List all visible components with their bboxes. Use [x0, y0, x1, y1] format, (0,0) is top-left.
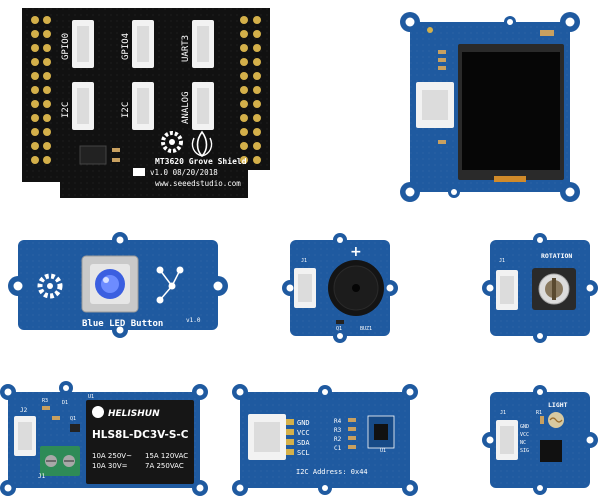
left-pin-header	[31, 16, 51, 164]
grove-connector	[132, 82, 154, 130]
relay-logo-icon	[92, 406, 104, 418]
shield-website: www.seeedstudio.com	[155, 179, 241, 188]
relay-board: HELISHUN HLS8L-DC3V-S-C 10A 250V~ 10A 30…	[0, 381, 208, 496]
potentiometer-knob	[532, 268, 576, 310]
r3-label: R3	[42, 398, 48, 404]
shield-title: MT3620 Grove Shield	[155, 156, 247, 166]
pin-label: SCL	[297, 449, 310, 457]
relay-model: HLS8L-DC3V-S-C	[92, 429, 189, 441]
relay-spec: 10A 250V~	[92, 452, 132, 460]
rotation-label: ROTATION	[541, 252, 572, 260]
buz-label: BUZ1	[360, 326, 372, 332]
screw-terminal	[40, 446, 80, 476]
pin-label: SIG	[520, 448, 529, 454]
led-button-name: Blue LED Button	[82, 319, 163, 329]
resistor-label: R3	[334, 427, 342, 434]
grove-connector	[416, 82, 454, 128]
pin-label: GND	[520, 424, 529, 430]
flex-cable	[494, 176, 526, 182]
resistor	[112, 148, 120, 152]
resistor-label: R4	[334, 418, 342, 425]
grove-connector	[14, 416, 36, 456]
grove-connector	[294, 268, 316, 308]
u1-label: U1	[88, 394, 94, 400]
grove-connector	[132, 20, 154, 68]
port-label: I2C	[61, 102, 71, 118]
d1-label: D1	[62, 400, 68, 406]
i2c-address: I2C Address: 0x44	[296, 468, 368, 476]
logo-badge	[133, 168, 145, 176]
grove-connector	[72, 82, 94, 130]
pin-label: NC	[520, 440, 526, 446]
grove-shield-board: GPIO0 GPIO4 UART3 I2C I2C ANALOG MT3620 …	[22, 8, 270, 198]
pin-label: VCC	[520, 432, 529, 438]
led-button-version: v1.0	[186, 317, 201, 324]
led-push-button	[81, 255, 139, 313]
gear-icon	[37, 273, 63, 299]
j1-label: J1	[500, 410, 506, 416]
relay-brand: HELISHUN	[108, 409, 160, 419]
grove-connector	[72, 20, 94, 68]
j1-label: J1	[499, 258, 505, 264]
plus-label: +	[350, 244, 362, 260]
grove-connector	[192, 82, 214, 130]
oled-display-board	[400, 12, 580, 202]
shield-version: v1.0 08/20/2018	[150, 168, 218, 177]
port-label: ANALOG	[181, 91, 191, 124]
j2-label: J2	[20, 407, 28, 414]
op-amp-chip	[540, 440, 562, 462]
pin-label: GND	[297, 419, 310, 427]
resistor-label: R2	[334, 436, 342, 443]
i2c-sensor-board: GND VCC SDA SCL R4 R3 R2 C1 U1 I2C Addre…	[232, 384, 418, 496]
relay-component	[86, 400, 194, 484]
resistor-label: C1	[334, 445, 342, 452]
light-sensor-board: LIGHT J1 R1 GND VCC NC SIG	[482, 385, 598, 495]
pin-pads	[286, 419, 294, 455]
u1-label: U1	[380, 448, 386, 454]
resistor	[112, 158, 120, 162]
port-label: UART3	[181, 35, 191, 62]
port-label: GPIO4	[121, 33, 131, 60]
grove-connector	[248, 414, 286, 460]
chip	[79, 145, 107, 165]
relay-spec: 7A 250VAC	[145, 462, 184, 470]
port-label: GPIO0	[61, 33, 71, 60]
grove-connector	[192, 20, 214, 68]
relay-spec: 15A 120VAC	[145, 452, 188, 460]
relay-spec: 10A 30V=	[92, 462, 128, 470]
j1-label: J1	[38, 473, 46, 480]
sensor-chip	[367, 415, 395, 449]
q1-label: Q1	[336, 326, 342, 332]
j1-label: J1	[301, 258, 307, 264]
r1-label: R1	[536, 410, 542, 416]
photoresistor	[548, 412, 564, 428]
light-label: LIGHT	[548, 401, 568, 409]
pin-label: VCC	[297, 429, 310, 437]
q1-label: Q1	[70, 416, 76, 422]
buzzer-board: + J1 Q1 BUZ1	[282, 233, 398, 343]
pin-label: SDA	[297, 439, 310, 447]
right-pin-header	[240, 16, 261, 164]
grove-connector	[496, 270, 518, 310]
share-icon	[156, 266, 184, 304]
port-label: I2C	[121, 102, 131, 118]
rotation-board: ROTATION J1	[482, 233, 598, 343]
led-button-board: Blue LED Button v1.0	[8, 232, 228, 338]
grove-connector	[496, 420, 518, 460]
oled-screen	[462, 52, 560, 170]
gear-icon	[161, 131, 183, 153]
seeed-logo-icon	[191, 130, 213, 158]
buzzer-component	[328, 260, 384, 316]
